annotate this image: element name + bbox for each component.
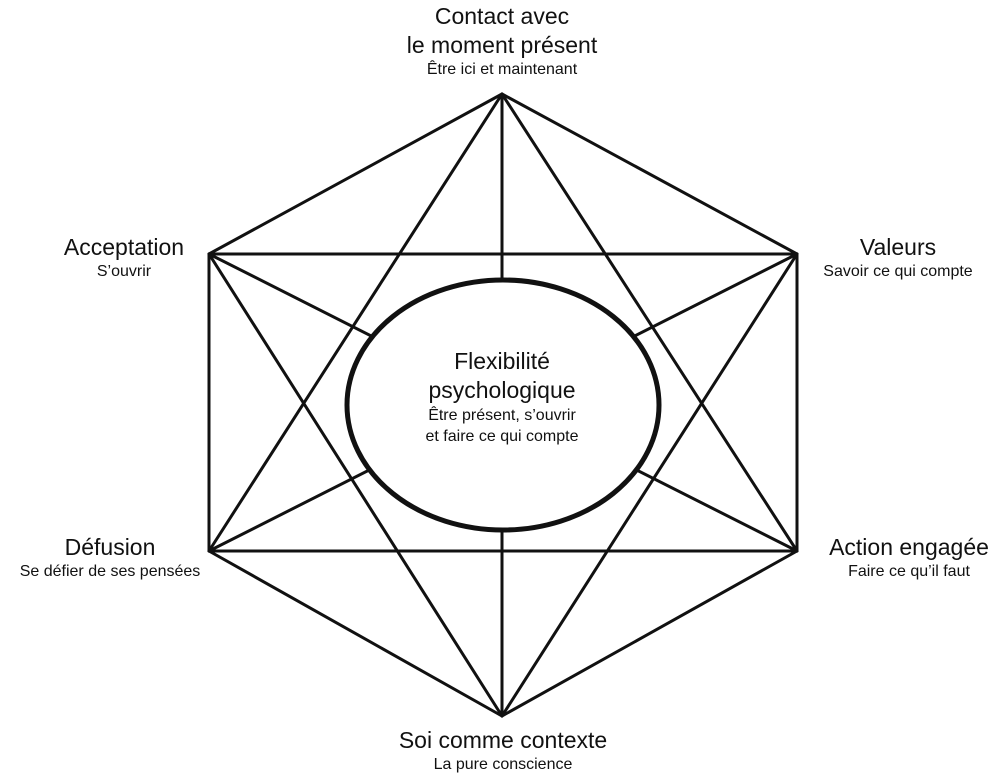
- node-title: le moment présent: [406, 32, 598, 58]
- edge-bottom-right-bottom: [500, 549, 799, 718]
- edge-top-bottom-left: [207, 92, 504, 553]
- center-subtitle: Être présent, s’ouvrir: [428, 407, 576, 424]
- node-subtitle: La pure conscience: [433, 756, 573, 773]
- node-subtitle: Être ici et maintenant: [426, 61, 578, 78]
- edge-top-bottom-right: [500, 92, 799, 553]
- edge-top-top-right: [500, 92, 799, 256]
- edge-top-right-bottom: [500, 252, 799, 718]
- node-action-engagee: Action engagée Faire ce qu’il faut: [829, 533, 989, 582]
- edge-top-left-bottom: [207, 252, 504, 718]
- node-title: Soi comme contexte: [398, 727, 608, 753]
- center-title: psychologique: [428, 377, 576, 403]
- node-title: Défusion: [64, 534, 156, 560]
- node-title: Action engagée: [829, 534, 989, 560]
- node-subtitle: Savoir ce qui compte: [823, 263, 973, 280]
- node-title: Contact avec: [434, 3, 570, 29]
- node-acceptation: Acceptation S’ouvrir: [64, 233, 184, 282]
- node-subtitle: Se défier de ses pensées: [19, 563, 201, 580]
- center-label: Flexibilité psychologique Être présent, …: [426, 347, 579, 447]
- center-title: Flexibilité: [454, 348, 550, 374]
- center-ellipse: [344, 277, 662, 533]
- edge-top-top-left: [207, 92, 504, 256]
- node-defusion: Défusion Se défier de ses pensées: [20, 533, 201, 582]
- node-subtitle: S’ouvrir: [96, 263, 152, 280]
- node-subtitle: Faire ce qu’il faut: [848, 563, 970, 580]
- node-contact-present-moment: Contact avec le moment présent Être ici …: [407, 2, 597, 80]
- node-soi-comme-contexte: Soi comme contexte La pure conscience: [399, 726, 607, 775]
- edge-bottom-left-bottom: [207, 549, 504, 718]
- center-subtitle: et faire ce qui compte: [425, 428, 579, 445]
- node-title: Valeurs: [859, 234, 937, 260]
- node-title: Acceptation: [63, 234, 185, 260]
- node-valeurs: Valeurs Savoir ce qui compte: [823, 233, 972, 282]
